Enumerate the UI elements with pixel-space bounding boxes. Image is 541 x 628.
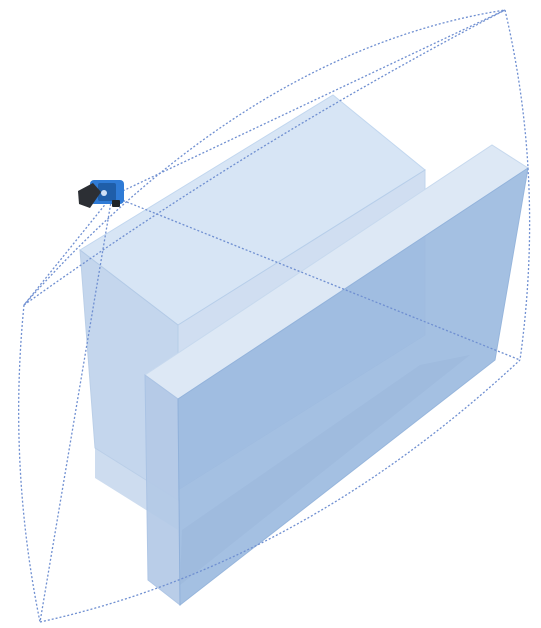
fov-ray-4 xyxy=(111,9,506,197)
fov-ray-3 xyxy=(111,195,521,361)
fov-bottom-arc xyxy=(39,359,521,623)
front-panel-inner-shadow xyxy=(180,355,470,585)
fov-ray-2 xyxy=(39,195,113,623)
sensor-lens xyxy=(101,190,107,196)
front-panel-left-face xyxy=(144,374,181,607)
front-panel-front-face xyxy=(177,166,529,607)
field-of-view xyxy=(18,9,531,623)
fov-ray-1 xyxy=(23,195,113,306)
sensor-face xyxy=(98,183,116,201)
front-panel xyxy=(144,144,529,607)
sensor-connector xyxy=(112,200,120,207)
sensor-mount xyxy=(78,183,101,208)
fov-left-edge xyxy=(18,304,41,623)
fov-top-arc xyxy=(23,9,506,306)
fov-right-edge xyxy=(504,9,531,361)
sensor-device xyxy=(78,180,124,208)
